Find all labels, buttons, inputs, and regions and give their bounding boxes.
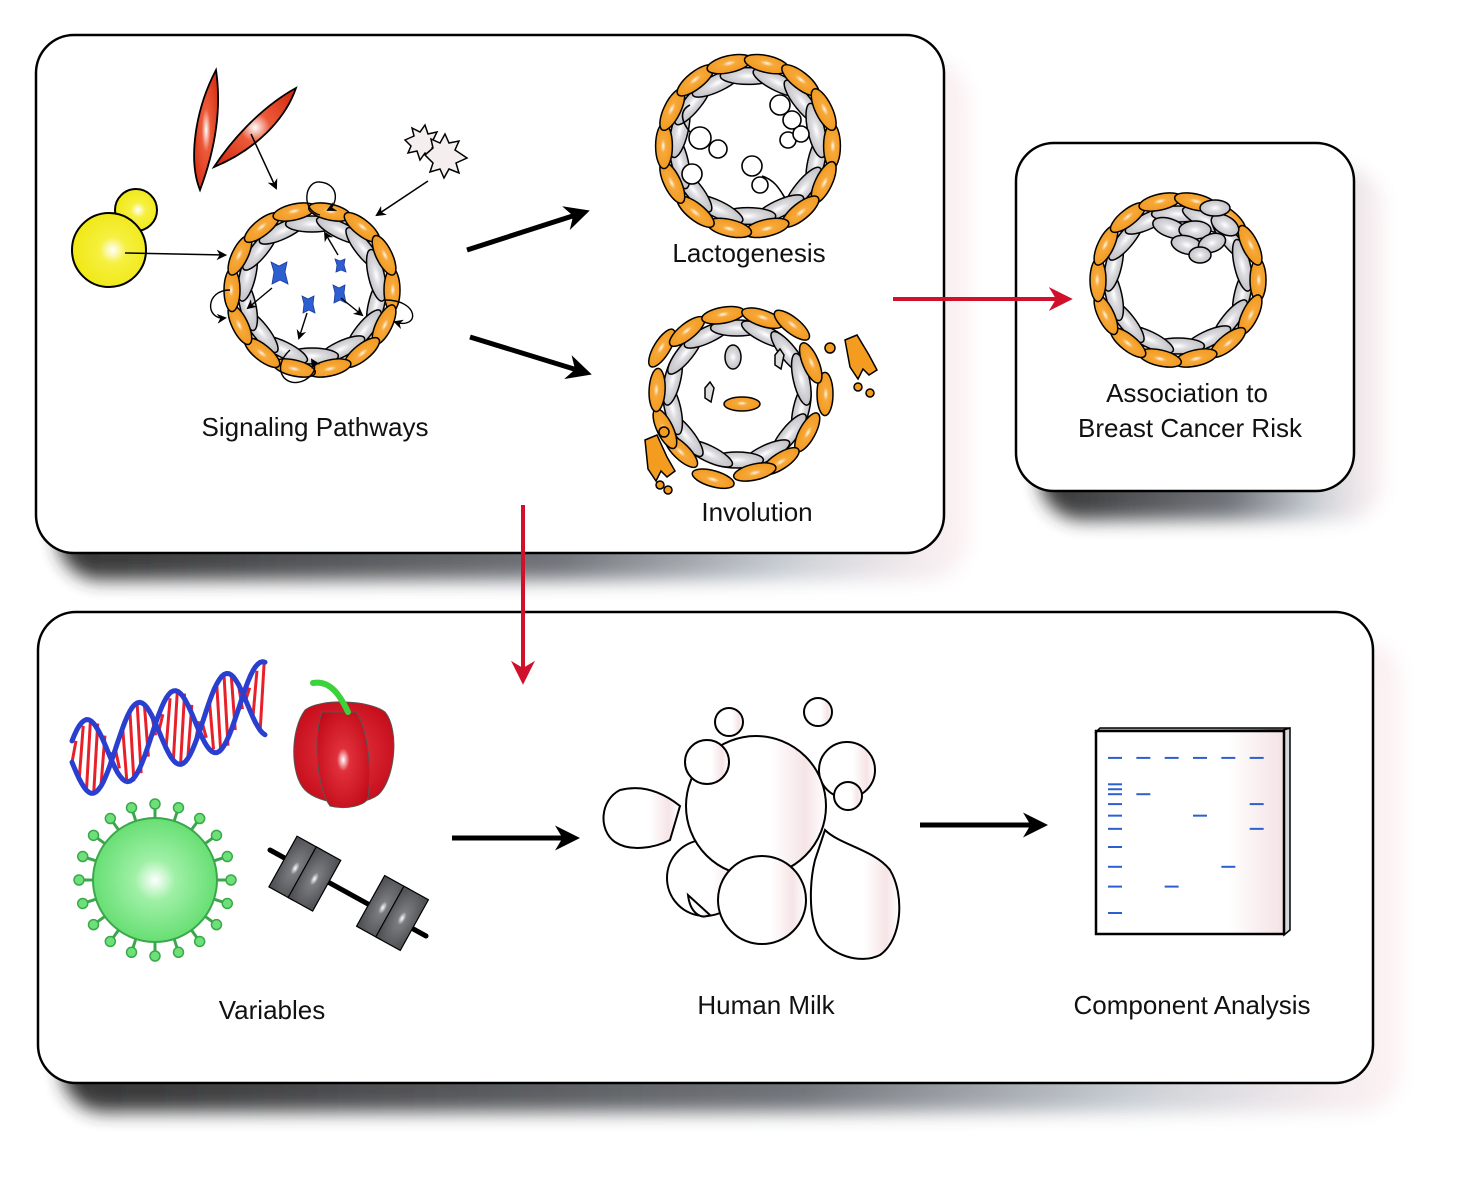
epithelial-cell xyxy=(773,309,811,341)
dna-icon xyxy=(69,659,268,796)
epithelial-cell xyxy=(732,462,777,482)
virus-body xyxy=(92,817,218,943)
dna-base-pair xyxy=(208,701,216,750)
myoepithelial-cell xyxy=(365,248,387,302)
epithelial-cell xyxy=(691,468,735,490)
human-milk-icon xyxy=(602,697,901,960)
virus-spike-tip xyxy=(149,798,161,810)
epithelial-cell xyxy=(810,88,837,132)
virus-spike-tip xyxy=(149,950,161,962)
virus-spike-tip xyxy=(210,829,223,842)
virus-spike-tip xyxy=(125,801,138,814)
virus-spike-tip xyxy=(221,897,234,910)
virus-spike-tip xyxy=(193,935,206,948)
risk-label-line2: Breast Cancer Risk xyxy=(1078,413,1303,443)
variables-label: Variables xyxy=(219,995,325,1025)
dna-base-pair xyxy=(164,698,172,749)
virus-spike-tip xyxy=(104,935,117,948)
dna-base-pair xyxy=(179,693,187,765)
virus-spike-tip xyxy=(221,850,234,863)
epithelial-cell xyxy=(816,371,834,417)
myoepithelial-cell xyxy=(1231,238,1253,292)
virus-spike-tip xyxy=(104,812,117,825)
involution-label: Involution xyxy=(701,497,812,527)
virus-spike-tip xyxy=(73,874,85,886)
dna-base-pair xyxy=(128,711,136,782)
dna-base-pair xyxy=(84,719,92,791)
dna-base-pair xyxy=(77,725,85,779)
dna-base-pair xyxy=(215,683,223,753)
virus-spike-tip xyxy=(172,946,185,959)
dna-base-pair xyxy=(258,662,266,731)
epithelial-cell xyxy=(371,234,397,276)
dna-base-pair xyxy=(171,690,179,761)
virus-icon xyxy=(73,798,237,962)
gel-icon xyxy=(1094,727,1291,937)
signaling-illustration xyxy=(71,67,469,384)
dumbbell-icon xyxy=(267,835,430,952)
component-analysis-label: Component Analysis xyxy=(1073,990,1310,1020)
virus-spike-tip xyxy=(172,801,185,814)
milk-droplets xyxy=(681,94,810,199)
lactogenesis-label: Lactogenesis xyxy=(672,238,825,268)
dna-base-pair xyxy=(121,727,129,780)
top-panel xyxy=(34,33,946,555)
risk-panel xyxy=(1014,141,1356,493)
epithelial-cell xyxy=(1237,224,1263,266)
epithelial-cell xyxy=(647,328,676,368)
virus-spike-tip xyxy=(76,897,89,910)
adipocyte-icon xyxy=(71,188,158,288)
epithelial-cell xyxy=(648,367,666,413)
bell-pepper-icon xyxy=(293,679,395,809)
epithelial-cell xyxy=(798,342,823,384)
involution-extras xyxy=(644,334,878,495)
lactogenesis-acinus-icon xyxy=(654,53,842,239)
risk-label-line1: Association to xyxy=(1106,378,1268,408)
virus-spike-tip xyxy=(87,918,100,931)
virus-spike-tip xyxy=(87,829,100,842)
virus-spike-tip xyxy=(125,946,138,959)
virus-spike-tip xyxy=(76,850,89,863)
dna-base-pair xyxy=(251,670,259,718)
dna-base-pair xyxy=(70,740,78,763)
virus-spike-tip xyxy=(210,918,223,931)
arrow-to-involution xyxy=(469,334,592,380)
hyperplasia-cells xyxy=(1152,199,1240,264)
dna-base-pair xyxy=(92,723,100,794)
fibroblast-icon xyxy=(193,67,298,193)
receptor-icons xyxy=(270,258,347,314)
human-milk-label: Human Milk xyxy=(697,990,835,1020)
signaling-label: Signaling Pathways xyxy=(202,412,429,442)
arrow-to-lactogenesis xyxy=(466,206,590,253)
virus-spike-tip xyxy=(193,812,206,825)
virus-spike-tip xyxy=(225,874,237,886)
immune-cell-icon xyxy=(403,123,469,180)
